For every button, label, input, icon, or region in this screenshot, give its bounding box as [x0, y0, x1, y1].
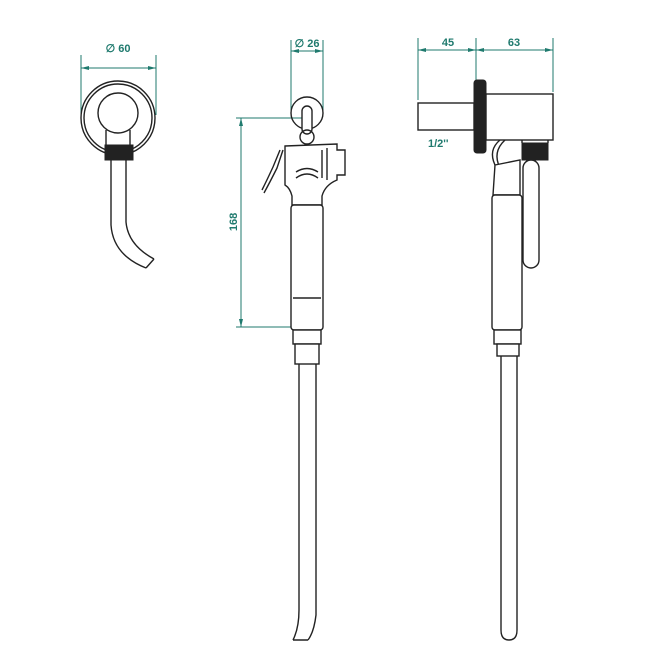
hose-connector: [294, 343, 320, 365]
hose-connector: [496, 343, 520, 357]
side-view: ∅ 26 168: [228, 38, 346, 641]
spray-head: [492, 159, 521, 196]
hose: [110, 160, 155, 269]
handle: [290, 204, 324, 331]
thread-size-label: 1/2'': [428, 138, 449, 150]
outlet-circle: [97, 92, 139, 134]
depth-45-label: 45: [442, 37, 454, 49]
hose: [500, 356, 518, 641]
hose: [292, 364, 317, 641]
profile-view: 45 63 1/2'': [417, 37, 554, 641]
wall-flange: [473, 79, 487, 154]
hose-nut: [521, 142, 549, 161]
valve-body: [485, 93, 554, 141]
depth-63-label: 63: [508, 37, 520, 49]
spray-head: [284, 143, 346, 206]
diameter-60-label: ∅ 60: [106, 43, 131, 55]
handle: [491, 194, 523, 331]
height-168-label: 168: [228, 213, 240, 231]
front-view: ∅ 60: [80, 43, 157, 269]
wall-plate-outer: [80, 80, 156, 156]
trigger-lever: [261, 149, 284, 194]
hose-nut: [104, 144, 134, 161]
hose-loop: [522, 159, 540, 269]
diameter-26-label: ∅ 26: [295, 38, 320, 50]
inlet-pipe: [417, 102, 475, 131]
